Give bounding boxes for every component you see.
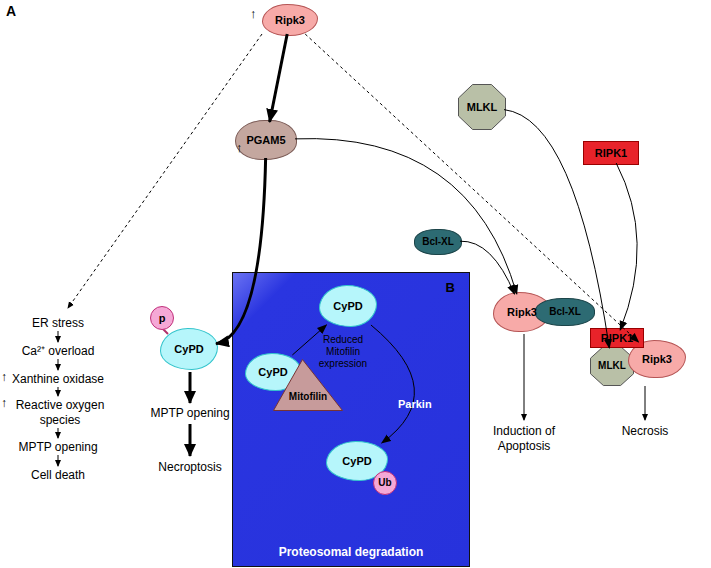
thin-arrow bbox=[645, 386, 646, 420]
node-text: B bbox=[446, 281, 455, 296]
connector-arrow bbox=[216, 158, 266, 344]
dotted-arrow bbox=[68, 34, 262, 308]
connector-arrow bbox=[295, 139, 517, 294]
text-label: ↑ bbox=[1, 370, 11, 385]
step-arrow bbox=[58, 359, 59, 370]
connector-arrow bbox=[616, 163, 637, 330]
node-text: p bbox=[159, 312, 166, 325]
thick-arrow bbox=[189, 372, 192, 403]
text-label: ER stress bbox=[8, 316, 108, 331]
step-arrow bbox=[58, 455, 59, 466]
node-text: RIPK1 bbox=[595, 147, 627, 160]
node-text: PGAM5 bbox=[246, 134, 285, 147]
node-text: Ripk3 bbox=[275, 14, 305, 27]
process-panel: BProteosomal degradationCyPDCyPDMitofili… bbox=[232, 272, 470, 567]
protein-blob: CyPD bbox=[319, 285, 377, 327]
text-label: ↑ bbox=[250, 6, 262, 21]
node-text: Mitofilin bbox=[289, 367, 327, 403]
text-label: ↑ bbox=[1, 396, 11, 411]
protein-blob: Ripk3 bbox=[262, 4, 318, 36]
node-text: CyPD bbox=[258, 366, 287, 379]
connector-arrow bbox=[371, 325, 414, 443]
thin-arrow bbox=[524, 334, 525, 420]
protein-blob: Bcl-XL bbox=[414, 229, 462, 255]
node-text: RIPK1 bbox=[601, 332, 633, 345]
protein-blob: Bcl-XL bbox=[535, 298, 595, 326]
connector-arrow bbox=[504, 110, 609, 348]
text-label: Cell death bbox=[8, 468, 108, 483]
node-text: CyPD bbox=[174, 343, 203, 356]
step-arrow bbox=[58, 331, 59, 342]
protein-blob: PGAM5 bbox=[235, 120, 297, 160]
node-text: Ripk3 bbox=[642, 353, 672, 366]
protein-rect: RIPK1 bbox=[590, 328, 644, 348]
node-text: MLKL bbox=[598, 360, 626, 372]
protein-blob: CyPD bbox=[160, 328, 218, 370]
connector-arrow bbox=[292, 325, 326, 355]
text-label: Necrosis bbox=[605, 424, 685, 439]
protein-rect: RIPK1 bbox=[583, 141, 639, 165]
node-text: Ub bbox=[378, 477, 391, 489]
connector-arrow bbox=[460, 241, 515, 294]
text-label: MPTP opening bbox=[8, 440, 108, 455]
node-text: CyPD bbox=[342, 455, 371, 468]
text-label: A bbox=[6, 4, 26, 19]
node-text: CyPD bbox=[333, 300, 362, 313]
protein-octagon: MLKL bbox=[590, 346, 634, 386]
node-text: Bcl-XL bbox=[422, 236, 454, 248]
node-text: Ripk3 bbox=[507, 306, 537, 319]
connector-arrow bbox=[270, 34, 288, 122]
thick-arrow bbox=[189, 424, 192, 456]
ubiquitin-circle: Ub bbox=[373, 471, 397, 495]
step-arrow bbox=[58, 428, 59, 438]
text-label: MPTP opening bbox=[140, 406, 240, 421]
text-label: Ca²⁺ overload bbox=[8, 344, 108, 359]
text-label: Reactive oxygen species bbox=[12, 398, 108, 428]
node-text: Proteosomal degradation bbox=[233, 546, 469, 560]
step-arrow bbox=[58, 387, 59, 396]
text-label: Xanthine oxidase bbox=[8, 372, 108, 387]
node-text: Bcl-XL bbox=[549, 306, 581, 318]
node-text: MLKL bbox=[467, 101, 498, 114]
text-label: Necroptosis bbox=[140, 460, 240, 475]
connector-arrow bbox=[305, 34, 638, 342]
protein-octagon: MLKL bbox=[458, 84, 506, 130]
text-label: Induction of Apoptosis bbox=[484, 424, 564, 454]
phospho-circle: p bbox=[150, 306, 174, 330]
